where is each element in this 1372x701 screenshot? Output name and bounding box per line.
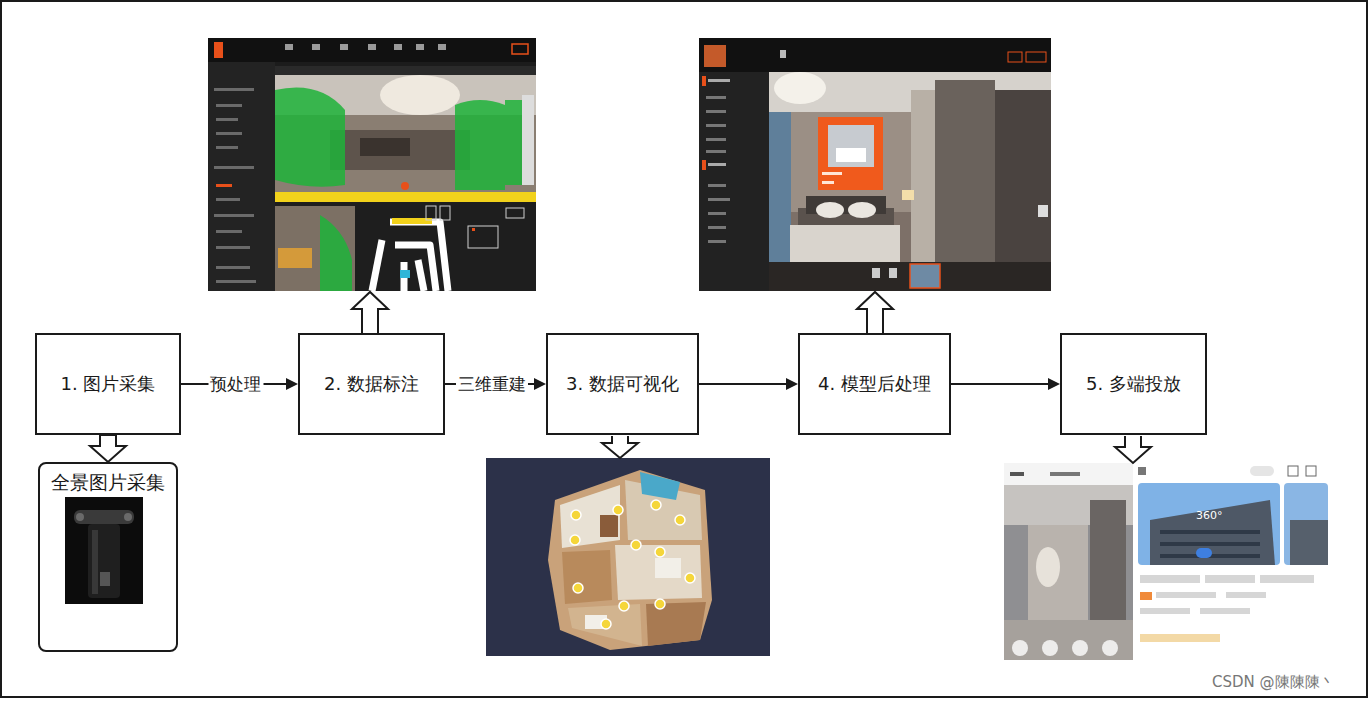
- hollow-arrow: [352, 292, 388, 333]
- device-card: 全景图片采集: [38, 462, 178, 652]
- post-processing-screenshot: [699, 38, 1051, 291]
- process-box: 5. 多端投放: [1060, 333, 1207, 435]
- process-box: 3. 数据可视化: [546, 333, 699, 435]
- node-text: 1. 图片采集: [61, 373, 156, 395]
- 3d-model-screenshot: [486, 458, 770, 656]
- badge-text: 360°: [1196, 509, 1223, 522]
- node-text: 5. 多端投放: [1086, 373, 1181, 395]
- annotation-screenshot: [208, 38, 536, 291]
- multi-platform-screenshot: [1004, 463, 1328, 660]
- hollow-arrow: [1115, 436, 1151, 463]
- node-text: 全景图片采集: [51, 471, 165, 494]
- hollow-arrows: [352, 292, 1151, 463]
- process-box: 2. 数据标注: [298, 333, 445, 435]
- node-text: 4. 模型后处理: [818, 373, 931, 395]
- edge-label: 预处理: [208, 374, 263, 394]
- connector: [90, 435, 126, 462]
- panorama-camera: [65, 497, 143, 604]
- connector: [951, 378, 1060, 390]
- process-box: 4. 模型后处理: [798, 333, 951, 435]
- node-text: 3. 数据可视化: [566, 373, 679, 395]
- node-text: 2. 数据标注: [324, 373, 419, 395]
- hollow-arrow: [857, 292, 893, 333]
- process-box: 1. 图片采集: [35, 333, 181, 435]
- hollow-arrow: [602, 436, 638, 458]
- watermark: CSDN @陳陳陳丶: [1212, 673, 1335, 691]
- edge-label: 三维重建: [456, 374, 528, 394]
- connector: [699, 378, 798, 390]
